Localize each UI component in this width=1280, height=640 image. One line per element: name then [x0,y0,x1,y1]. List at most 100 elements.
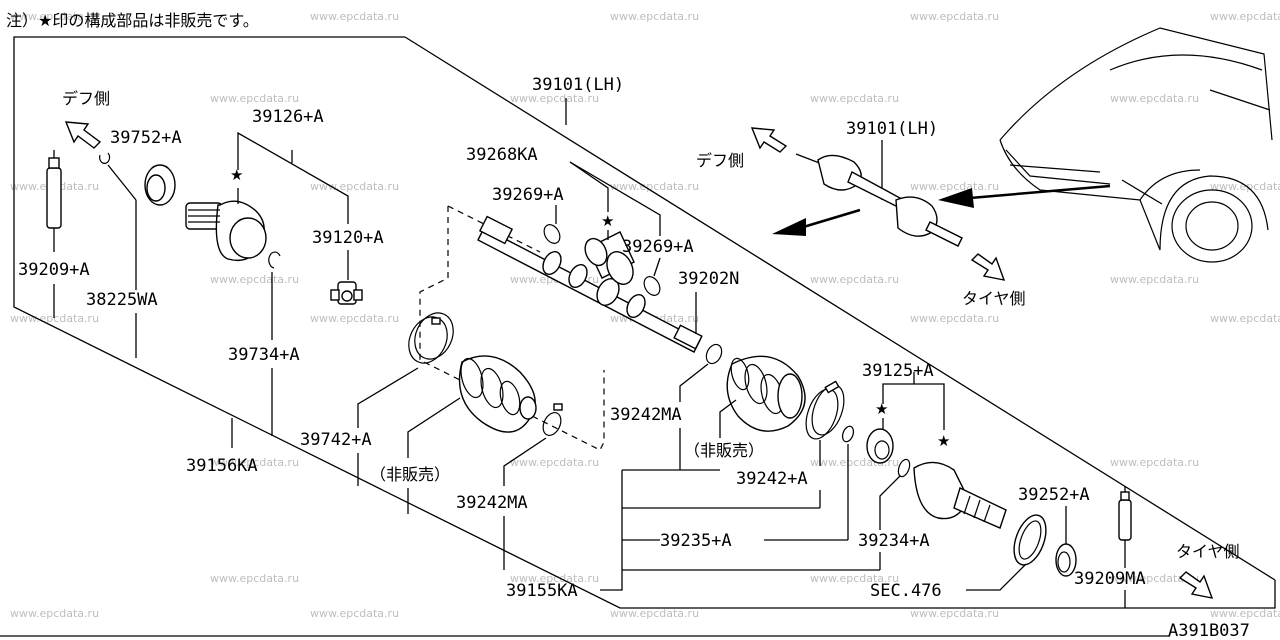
watermark: www.epcdata.ru [910,10,999,23]
arrow-def-left-icon [64,121,102,149]
inset-drive-shaft [795,153,963,247]
watermark: www.epcdata.ru [810,92,899,105]
dynamic-damper-part [584,231,635,285]
watermark: www.epcdata.ru [10,10,99,23]
watermark: www.epcdata.ru [910,312,999,325]
watermark-grid: www.epcdata.ru www.epcdata.ru www.epcdat… [10,10,1280,620]
boot-band-part [408,312,454,364]
star-icon: ★ [875,400,888,418]
label-39126: 39126+A [252,107,324,127]
label-tire-side-bottom: タイヤ側 [1176,542,1240,561]
large-band-part [805,380,845,440]
bearing-ring-part [144,164,176,206]
watermark: www.epcdata.ru [510,92,599,105]
label-39252: 39252+A [1018,485,1090,505]
label-38225: 38225WA [86,290,158,310]
vehicle-illustration [999,27,1273,263]
label-not-sold-left: （非販売） [370,465,450,484]
watermark: www.epcdata.ru [210,572,299,585]
watermark: www.epcdata.ru [1210,180,1280,193]
label-39101-inset: 39101(LH) [846,119,938,139]
watermark: www.epcdata.ru [1110,92,1199,105]
watermark: www.epcdata.ru [310,312,399,325]
frame-diagonal [404,36,1276,581]
diagram-code: A391B037 [1168,621,1250,640]
watermark: www.epcdata.ru [1210,312,1280,325]
watermark: www.epcdata.ru [310,180,399,193]
joint-housing-part [185,200,267,262]
label-tire-side-top: タイヤ側 [962,289,1026,308]
star-icon: ★ [230,166,243,184]
label-39125: 39125+A [862,361,934,381]
watermark: www.epcdata.ru [910,180,999,193]
label-39120: 39120+A [312,228,384,248]
label-def-side-right: デフ側 [696,151,744,170]
label-39156: 39156KA [186,456,258,476]
watermark: www.epcdata.ru [210,273,299,286]
watermark: www.epcdata.ru [910,607,999,620]
label-39268: 39268KA [466,145,538,165]
label-39209-left: 39209+A [18,260,90,280]
label-39234: 39234+A [858,531,930,551]
watermark: www.epcdata.ru [10,312,99,325]
watermark: www.epcdata.ru [1110,273,1199,286]
watermark: www.epcdata.ru [610,607,699,620]
label-39742: 39742+A [300,430,372,450]
grease-tube-part [46,150,62,252]
sensor-ring-part [1013,514,1047,566]
label-39242: 39242+A [736,469,808,489]
retainer-ring-part [897,458,911,478]
inner-race-part [866,428,894,464]
note-text: 注）★印の構成部品は非販売です。 [6,11,259,30]
grease-tube-right-part [1118,486,1132,541]
arrow-def-inset-icon [750,127,788,153]
damper-band-part [543,224,661,296]
arrow-tire-bottom-icon [1178,571,1214,599]
snap-ring-part [268,251,281,269]
watermark: www.epcdata.ru [1210,607,1280,620]
watermark: www.epcdata.ru [310,607,399,620]
watermark: www.epcdata.ru [1210,10,1280,23]
diagram-frame [13,36,1276,609]
label-39155: 39155KA [506,581,578,601]
label-39269-b: 39269+A [622,237,694,257]
drive-shaft-part [477,215,703,353]
watermark: www.epcdata.ru [610,10,699,23]
label-sec476: SEC.476 [870,581,942,601]
label-39242MA-mid: 39242MA [610,405,682,425]
outer-joint-part [913,461,1007,529]
callout-tree [600,470,623,591]
label-39209MA: 39209MA [1074,569,1146,589]
watermark: www.epcdata.ru [510,456,599,469]
arrow-tire-inset-icon [970,253,1006,281]
label-39242MA-left: 39242MA [456,493,528,513]
small-band-part [542,403,563,436]
watermark: www.epcdata.ru [610,180,699,193]
label-39101-main: 39101(LH) [532,75,624,95]
spider-assembly-part [330,281,363,305]
watermark: www.epcdata.ru [310,10,399,23]
arrow-solid-car-icon [938,184,1111,208]
label-not-sold-right: （非販売） [684,441,764,460]
star-icon: ★ [601,212,614,230]
watermark: www.epcdata.ru [510,572,599,585]
label-39235: 39235+A [660,531,732,551]
clip-part [99,152,111,164]
label-39202: 39202N [678,269,739,289]
circlip-part [841,425,855,443]
small-ring-part [705,343,723,365]
watermark: www.epcdata.ru [810,572,899,585]
arrow-solid-left-icon [772,208,861,236]
shaft-group-outline [419,206,605,451]
label-39269-a: 39269+A [492,185,564,205]
star-icon: ★ [937,432,950,450]
watermark: www.epcdata.ru [810,273,899,286]
dust-seal-part [1055,543,1077,577]
label-39752: 39752+A [110,128,182,148]
label-def-side-left: デフ側 [62,89,110,108]
watermark: www.epcdata.ru [10,607,99,620]
boot-part-left [458,355,537,433]
watermark: www.epcdata.ru [210,456,299,469]
boot-part-right [726,355,806,432]
